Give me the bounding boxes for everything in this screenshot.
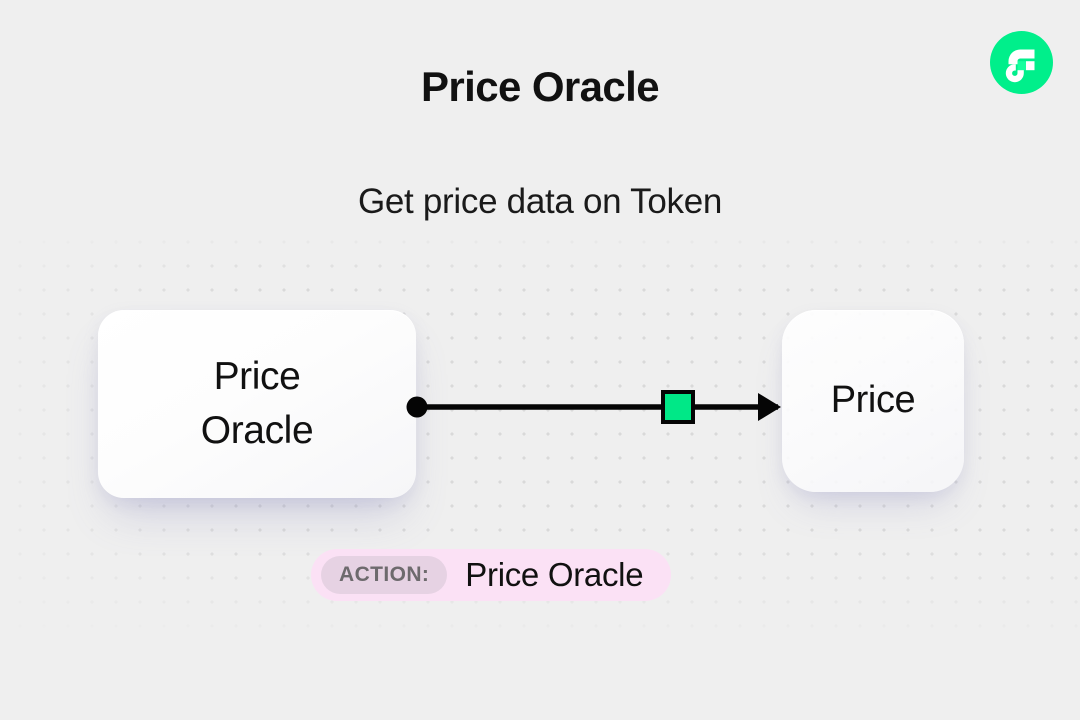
action-bar[interactable]: ACTION: Price Oracle	[311, 549, 672, 601]
edge-connector	[400, 384, 790, 430]
node-source-label-line2: Oracle	[200, 409, 314, 452]
edge-step-node-icon	[661, 390, 695, 424]
page-title: Price Oracle	[421, 63, 660, 110]
node-source-label-line1: Price	[213, 355, 301, 399]
action-value: Price Oracle	[465, 556, 644, 593]
edge-source-dot-icon	[406, 396, 428, 418]
edge-arrow-head-icon	[758, 393, 781, 421]
node-source-label: Price Oracle	[200, 350, 314, 458]
page-subtitle: Get price data on Token	[357, 182, 723, 221]
node-price[interactable]: Price	[782, 310, 964, 492]
action-badge-label: ACTION:	[321, 556, 448, 594]
node-price-oracle[interactable]: Price Oracle	[98, 310, 416, 498]
node-target-label: Price	[830, 379, 916, 422]
flow-logo-icon	[990, 31, 1053, 94]
